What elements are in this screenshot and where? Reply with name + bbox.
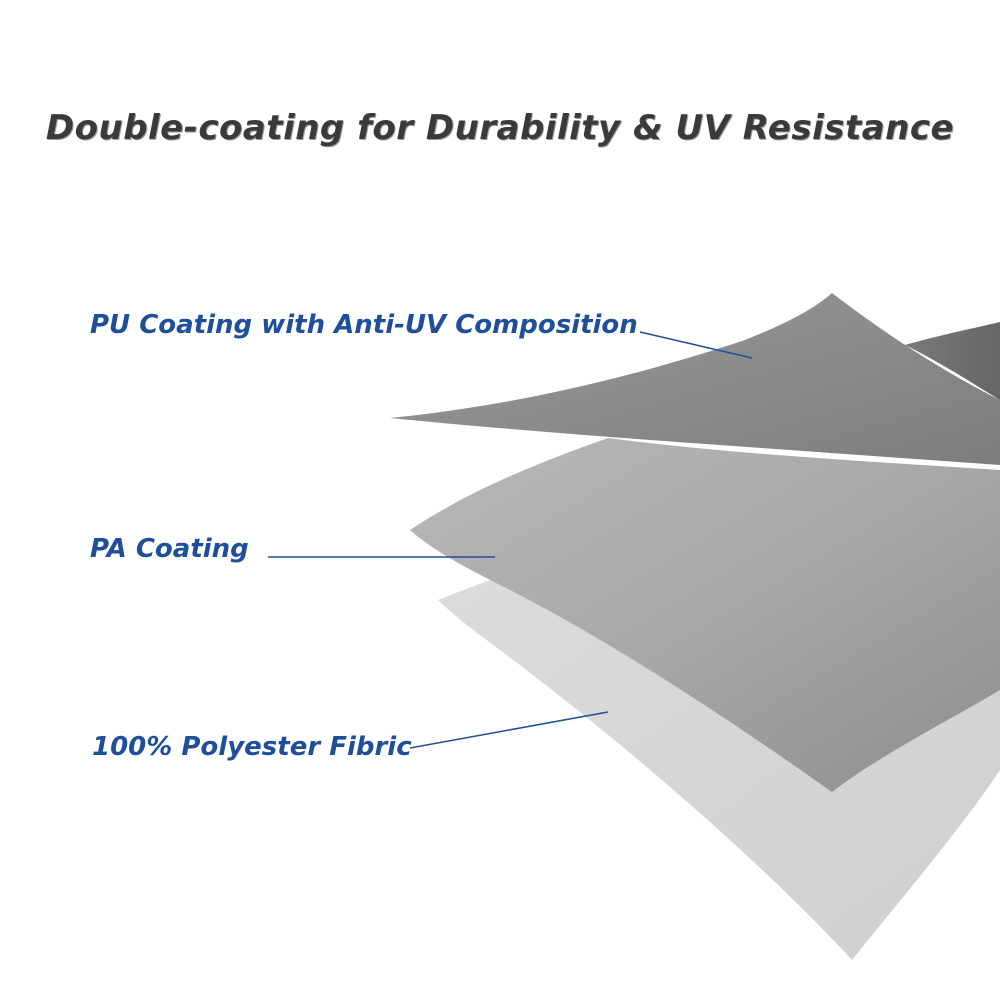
leader-line-poly bbox=[409, 711, 609, 749]
pa-layer bbox=[410, 438, 1000, 792]
page-title: Double-coating for Durability & UV Resis… bbox=[45, 108, 955, 148]
label-pa-coating: PA Coating bbox=[90, 534, 249, 564]
leader-line-pu bbox=[639, 331, 753, 359]
label-pu-coating: PU Coating with Anti-UV Composition bbox=[90, 310, 638, 340]
pu-layer bbox=[390, 293, 1000, 465]
label-polyester-fibric: 100% Polyester Fibric bbox=[92, 732, 412, 762]
back-sheet bbox=[905, 322, 1000, 400]
